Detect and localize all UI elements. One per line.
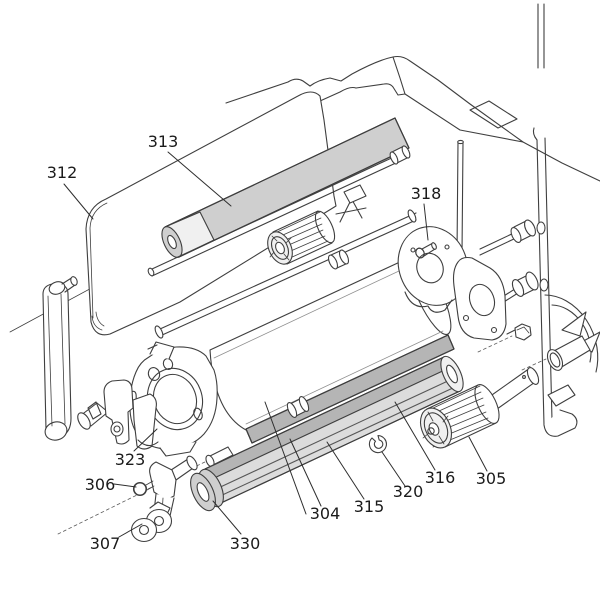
part-label-323: 323 [115,450,146,469]
leader-330 [212,500,242,535]
right-bearing-plate [452,256,507,341]
pulley-and-fitting [544,294,600,373]
shaft-stub [205,446,234,468]
leader-316 [394,401,436,471]
vertical-rod [456,139,464,255]
leader-318 [423,203,429,241]
roller-313 [161,117,410,258]
printer-housing-outline [225,3,600,182]
part-label-320: 320 [393,482,424,501]
mount-bracket [335,184,367,223]
leader-306 [113,483,137,488]
pivot-pin [77,401,109,430]
part-label-307: 307 [90,534,121,553]
leader-312 [63,183,94,220]
shaft-316-band [245,334,455,444]
leader-304 [264,401,322,515]
leader-320 [381,451,406,487]
ribbed-roller-upper [267,210,336,265]
part-label-313: 313 [148,132,179,151]
clutch-assembly [397,226,469,313]
frame-shaft-upper [479,219,536,256]
part-label-305: 305 [476,469,507,488]
part-label-330: 330 [230,534,261,553]
frame-shaft-lower [465,271,539,327]
part-label-306: 306 [85,475,116,494]
ribbed-roller-305 [419,384,500,449]
part-label-315: 315 [354,497,385,516]
part-label-316: 316 [425,468,456,487]
part-labels: 312 313 318 323 306 307 330 304 315 320 … [47,132,507,553]
shaft-rod-upper [147,145,411,277]
part-label-312: 312 [47,163,78,182]
housing-slot [469,100,518,129]
clevis-link-323 [103,379,159,450]
part-label-318: 318 [411,184,442,203]
leader-307 [118,523,143,538]
feed-roller-assembly [190,355,464,512]
tension-bar [42,276,78,441]
leader-315 [326,441,365,500]
shaft-rod-lower [154,209,417,339]
part-label-304: 304 [310,504,341,523]
leader-305 [468,436,488,472]
leader-313 [167,151,232,207]
bushing-330 [190,468,224,512]
leader-323 [133,428,158,452]
screw-318 [415,242,437,259]
frame-bracket-right [532,127,578,437]
leader-lines [63,151,488,538]
c-clip-320 [368,435,387,454]
hex-bolt [506,323,532,341]
roller-link-307 [130,501,173,543]
